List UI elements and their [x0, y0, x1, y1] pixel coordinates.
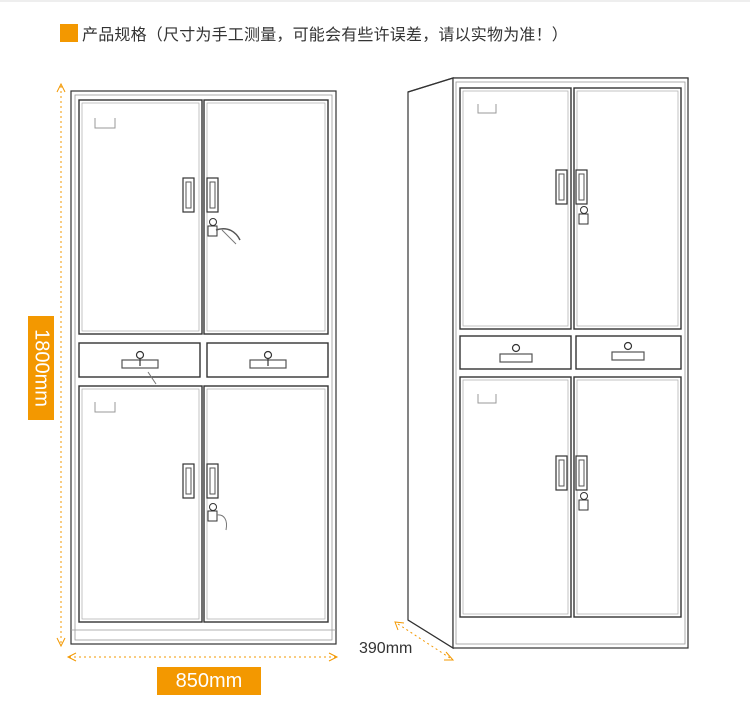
section-title: 产品规格（尺寸为手工测量，可能会有些许误差，请以实物为准！）: [82, 25, 569, 44]
height-dimension-label: 1800mm: [30, 329, 53, 407]
front-drawers: [78, 342, 329, 385]
width-dimension-badge: 850mm: [157, 667, 261, 695]
height-dimension: [56, 82, 66, 648]
section-header: 产品规格（尺寸为手工测量，可能会有些许误差，请以实物为准！）: [60, 22, 568, 44]
perspective-view-cabinet: [407, 77, 689, 650]
top-divider: [0, 0, 750, 2]
depth-dimension-label: 390mm: [359, 640, 413, 657]
width-dimension: [66, 652, 339, 662]
header-bullet-icon: [60, 24, 78, 42]
depth-dimension: [394, 621, 455, 661]
front-upper-doors: [78, 99, 329, 335]
front-view-cabinet: [70, 90, 337, 645]
front-lower-doors: [78, 385, 329, 623]
height-dimension-badge: 1800mm: [28, 316, 54, 420]
width-dimension-label: 850mm: [175, 670, 243, 692]
